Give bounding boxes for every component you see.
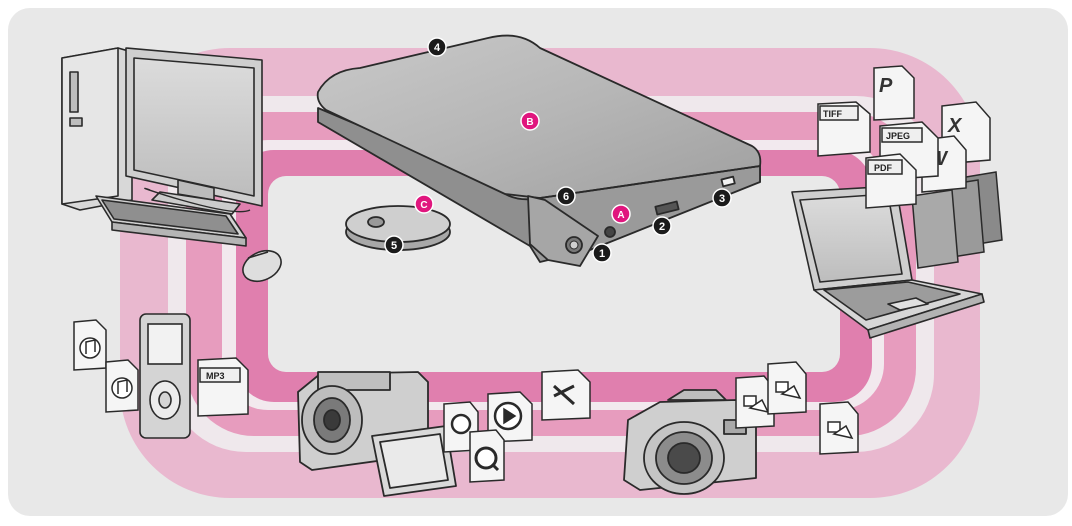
callout-3: 3 — [713, 189, 731, 207]
tiff-label: TIFF — [823, 109, 842, 119]
callout-a-label: A — [617, 210, 624, 221]
callout-6-label: 6 — [563, 191, 569, 203]
mp3-label: MP3 — [206, 371, 225, 381]
callout-a: A — [612, 205, 630, 223]
callout-6: 6 — [557, 187, 575, 205]
callout-c-label: C — [420, 200, 427, 211]
callout-5-label: 5 — [391, 240, 397, 252]
callout-4-label: 4 — [434, 42, 441, 54]
p-file-glyph: P — [879, 75, 893, 97]
callout-2: 2 — [653, 217, 671, 235]
callout-1: 1 — [593, 244, 611, 262]
media-player-icon — [140, 314, 190, 438]
pdf-label: PDF — [874, 163, 893, 173]
x-file-glyph: X — [947, 115, 963, 137]
callout-3-label: 3 — [719, 193, 725, 205]
callout-b-label: B — [526, 117, 533, 128]
callout-1-label: 1 — [599, 248, 605, 260]
jpeg-label: JPEG — [886, 131, 910, 141]
callout-4: 4 — [428, 38, 446, 56]
callout-5: 5 — [385, 236, 403, 254]
callout-b: B — [521, 112, 539, 130]
callout-c: C — [415, 195, 433, 213]
callout-2-label: 2 — [659, 221, 665, 233]
